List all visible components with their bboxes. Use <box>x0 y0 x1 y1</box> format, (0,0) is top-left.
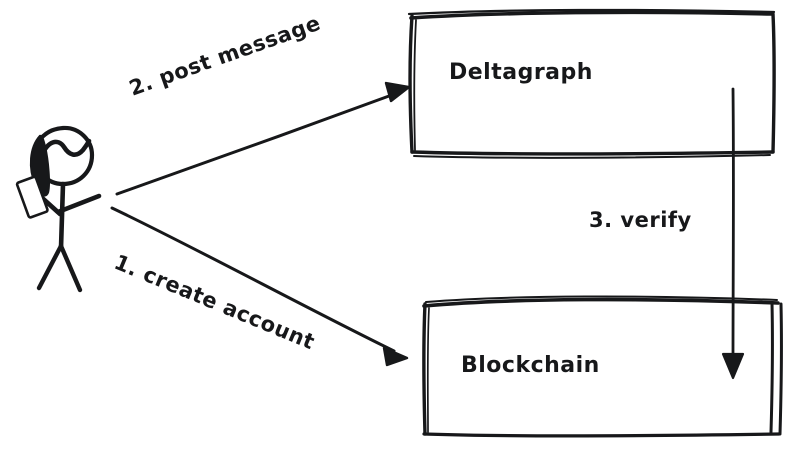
node-label-deltagraph: Deltagraph <box>449 60 593 85</box>
node-deltagraph[interactable] <box>407 8 776 159</box>
deltagraph-box-top-edge-overstroke <box>407 8 776 16</box>
deltagraph-box-top-edge <box>409 10 774 20</box>
node-blockchain[interactable] <box>422 295 783 438</box>
actor-stick-figure[interactable] <box>15 125 102 293</box>
blockchain-box-left-edge-overstroke <box>426 307 430 433</box>
node-label-blockchain: Blockchain <box>461 353 600 378</box>
actor-hair-icon <box>39 138 92 158</box>
deltagraph-box-bottom-edge <box>410 150 775 156</box>
actor-right-arm <box>55 193 102 215</box>
actor-left-leg <box>36 243 64 291</box>
edge-post-message-line <box>115 90 402 196</box>
blockchain-box-top-edge <box>422 297 780 308</box>
edge-create-account-line <box>110 206 396 353</box>
deltagraph-box-left-edge <box>408 14 414 154</box>
blockchain-box-right-edge-overstroke <box>778 302 783 436</box>
deltagraph-box-left-edge-overstroke <box>413 19 417 151</box>
actor-phone-icon <box>15 175 49 219</box>
deltagraph-box-right-edge <box>771 12 776 154</box>
edge-label-verify: 3. verify <box>589 208 692 232</box>
edge-post-message[interactable] <box>115 81 411 196</box>
blockchain-box-left-edge <box>422 302 427 436</box>
edge-verify-arrowhead-icon <box>721 352 745 380</box>
actor-torso <box>58 181 66 251</box>
edge-verify[interactable] <box>721 87 745 380</box>
edge-create-account-arrowhead-icon <box>382 346 409 367</box>
deltagraph-box-bottom-edge-overstroke <box>413 154 771 159</box>
blockchain-box-right-edge <box>769 301 774 434</box>
actor-right-leg <box>58 243 83 293</box>
blockchain-box-bottom-edge <box>422 432 781 438</box>
edge-create-account[interactable] <box>110 206 409 367</box>
blockchain-box-top-edge-overstroke <box>425 295 778 303</box>
edge-post-message-arrowhead-icon <box>384 81 411 103</box>
